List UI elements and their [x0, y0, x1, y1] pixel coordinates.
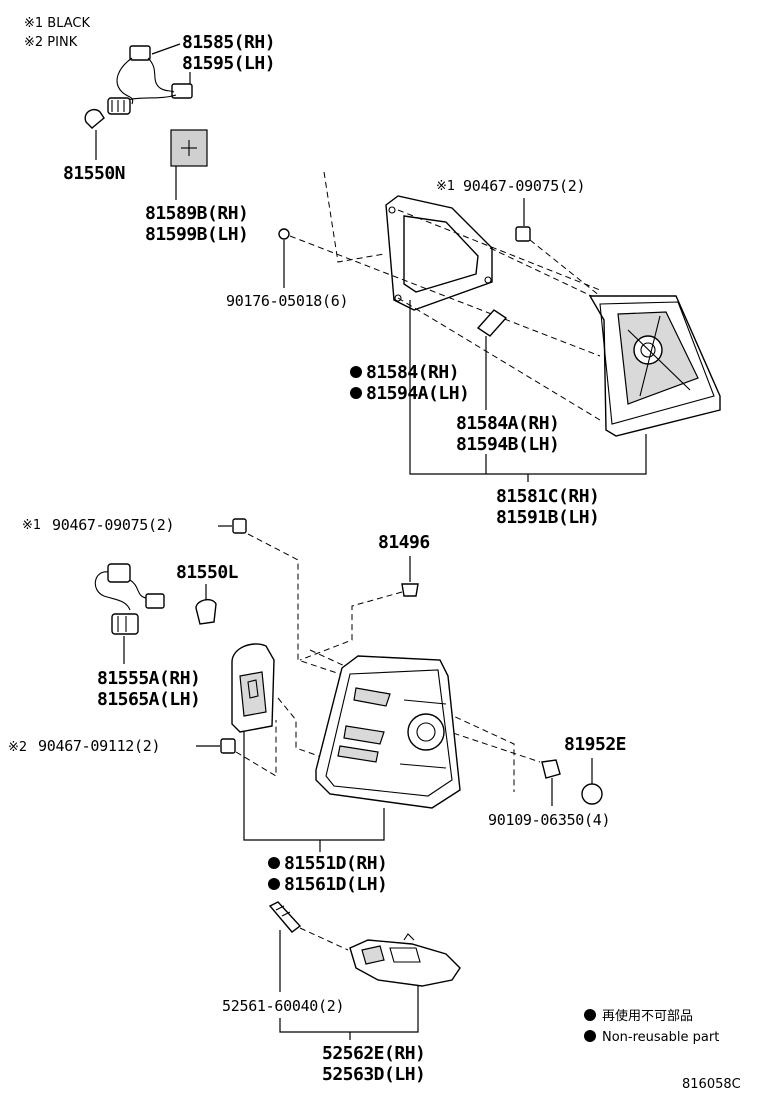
lower-gasket-plate [231, 643, 275, 733]
lower-screw [541, 759, 561, 806]
lower-socket-wire [94, 563, 165, 664]
label-lower-lamp-lh: 81561D(LH) [284, 874, 387, 895]
note-mark-lower-clip: ※1 [22, 518, 41, 533]
label-screw-lower: 90109-06350(4) [488, 811, 610, 829]
non-reusable-mark-gasket-lh [350, 387, 362, 399]
legend-dot-en [584, 1030, 596, 1042]
label-bolt: 52561-60040(2) [222, 997, 344, 1015]
label-upper-lamp-rh: 81581C(RH) [496, 486, 599, 507]
upper-assembly-bracket [409, 300, 647, 482]
label-socket-lower-rh: 81555A(RH) [97, 668, 200, 689]
cap [581, 758, 603, 805]
lower-bulb [195, 584, 217, 625]
label-bracket-rh: 52562E(RH) [322, 1043, 425, 1064]
note-mark-upper-nut: ※1 [436, 179, 455, 194]
label-socket-upper-lh: 81595(LH) [182, 53, 275, 74]
label-socket-upper-rh: 81585(RH) [182, 32, 275, 53]
upper-nut [515, 198, 531, 242]
label-gasket2-rh: 81584A(RH) [456, 413, 559, 434]
label-bulb-upper: 81550N [63, 163, 125, 184]
label-clip-pink: 90467-09112(2) [38, 737, 160, 755]
label-gasket-rh: 81584(RH) [366, 362, 459, 383]
legend-text-en: Non-reusable part [602, 1030, 719, 1045]
note-pink: ※2 PINK [24, 35, 78, 50]
diagram-code: 816058C [682, 1077, 741, 1092]
lower-clip [218, 518, 247, 534]
label-pad-rh: 81589B(RH) [145, 203, 248, 224]
grommet [401, 556, 419, 597]
bracket [349, 933, 461, 987]
bolt [268, 901, 349, 992]
lower-assembly-bracket [243, 732, 385, 852]
non-reusable-mark-lower-rh [268, 857, 280, 869]
label-bracket-lh: 52563D(LH) [322, 1064, 425, 1085]
non-reusable-mark-gasket-rh [350, 366, 362, 378]
label-lower-lamp-rh: 81551D(RH) [284, 853, 387, 874]
legend-text-jp: 再使用不可部品 [602, 1008, 693, 1024]
label-socket-lower-lh: 81565A(LH) [97, 689, 200, 710]
pad [170, 129, 208, 200]
non-reusable-mark-lower-lh [268, 878, 280, 890]
label-bulb-lower: 81550L [176, 562, 239, 583]
upper-screw [278, 228, 290, 288]
label-clip-lower: 90467-09075(2) [52, 516, 174, 534]
label-cap: 81952E [564, 734, 626, 755]
label-nut-upper: 90467-09075(2) [463, 177, 585, 195]
label-gasket-lh: 81594A(LH) [366, 383, 469, 404]
upper-socket-wire [107, 45, 193, 115]
bracket-lead [279, 986, 419, 1040]
label-upper-lamp-lh: 81591B(LH) [496, 507, 599, 528]
upper-gasket-frame [385, 195, 493, 311]
note-black: ※1 BLACK [24, 16, 90, 31]
upper-gasket-wedge [476, 309, 508, 410]
upper-assembly-lines [289, 171, 601, 421]
upper-lamp [588, 295, 721, 437]
label-grommet: 81496 [378, 532, 430, 553]
note-mark-pink-clip: ※2 [8, 740, 27, 755]
upper-bulb [84, 108, 105, 160]
legend: 再使用不可部品 Non-reusable part [584, 1008, 719, 1045]
lower-lamp [315, 655, 461, 809]
label-screw-upper: 90176-05018(6) [226, 292, 348, 310]
label-gasket2-lh: 81594B(LH) [456, 434, 559, 455]
pink-clip [196, 738, 236, 754]
label-pad-lh: 81599B(LH) [145, 224, 248, 245]
legend-dot-jp [584, 1009, 596, 1021]
